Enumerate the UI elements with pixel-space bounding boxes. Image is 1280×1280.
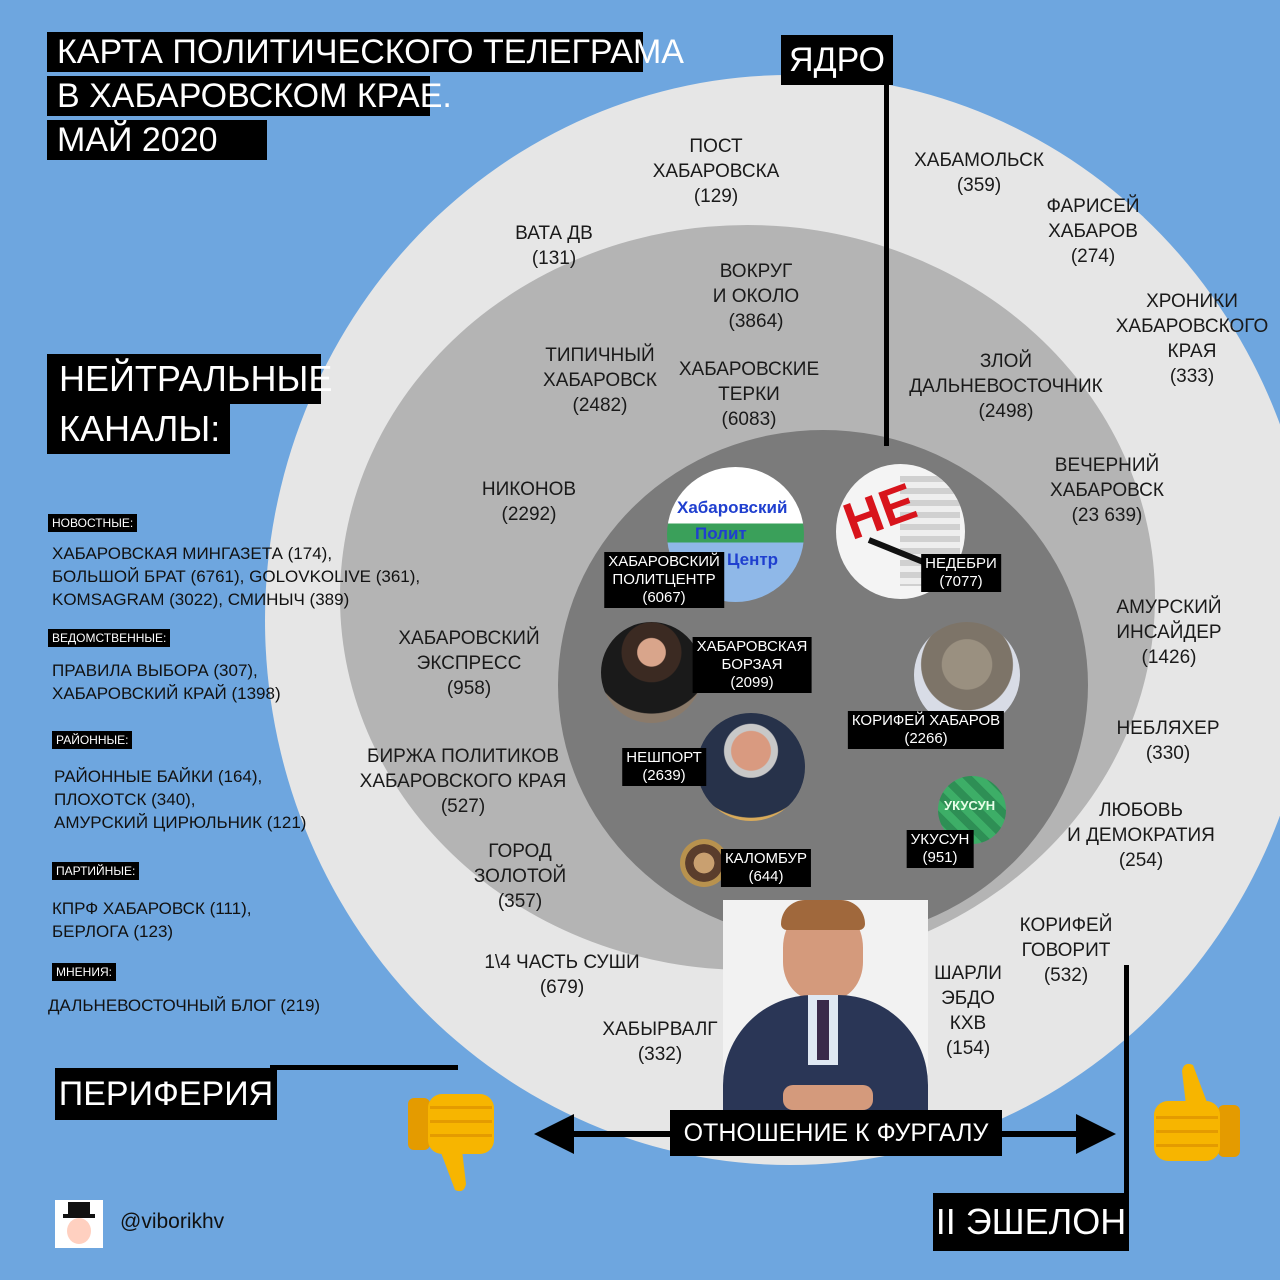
channel-label-periphery: ХАБАМОЛЬСК(359)	[914, 150, 1044, 196]
neutral-group-line: КПРФ ХАБАРОВСК (111),	[52, 899, 252, 918]
neutral-group-line: ПЛОХОТСК (340),	[54, 790, 196, 809]
core-channel-tag: КОРИФЕЙ ХАБАРОВ (2266)	[847, 711, 1005, 749]
neutral-group-heading: ПАРТИЙНЫЕ:	[52, 862, 140, 880]
echelon-pointer-line	[1124, 965, 1129, 1195]
core-channel-tag: УКУСУН (951)	[906, 830, 974, 868]
channel-label-echelon: ХАБЫРВАЛГ(332)	[602, 1019, 718, 1065]
left-arrow-icon	[534, 1114, 574, 1154]
neutral-group-line: АМУРСКИЙ ЦИРЮЛЬНИК (121)	[54, 813, 307, 832]
neutral-group-line: ХАБАРОВСКИЙ КРАЙ (1398)	[52, 684, 281, 703]
channel-label-periphery: ВАТА ДВ(131)	[515, 223, 593, 269]
avatar-borzaya	[601, 622, 702, 723]
avatar-korifey	[914, 622, 1020, 728]
neutral-group-line: ПРАВИЛА ВЫБОРА (307),	[52, 661, 258, 680]
neutral-group-heading: ВЕДОМСТВЕННЫЕ:	[48, 629, 171, 647]
title-line-3: МАЙ 2020	[47, 120, 267, 160]
neutral-group-heading: РАЙОННЫЕ:	[52, 731, 133, 749]
author-avatar	[55, 1200, 103, 1248]
core-channel-tag: КАЛОМБУР (644)	[720, 849, 812, 887]
avatar-neshport	[697, 713, 805, 821]
neutral-group-line: БОЛЬШОЙ БРАТ (6761), GOLOVKOLIVE (361),	[52, 567, 421, 586]
title-line-1: КАРТА ПОЛИТИЧЕСКОГО ТЕЛЕГРАМА	[47, 32, 684, 72]
second-echelon-label: II ЭШЕЛОН	[933, 1193, 1129, 1251]
core-channel-tag: ХАБАРОВСКИЙ ПОЛИТЦЕНТР (6067)	[604, 552, 724, 608]
avatar-kalombur	[680, 839, 728, 887]
channel-label-echelon: НИКОНОВ(2292)	[481, 479, 577, 525]
author-handle: @viborikhv	[120, 1210, 225, 1233]
core-channel-tag: НЕШПОРТ (2639)	[622, 748, 706, 786]
axis-label: ОТНОШЕНИЕ К ФУРГАЛУ	[670, 1110, 1002, 1156]
periphery-label: ПЕРИФЕРИЯ	[55, 1068, 277, 1120]
neutral-group-heading: МНЕНИЯ:	[52, 963, 116, 981]
neutral-group-heading: НОВОСТНЫЕ:	[48, 514, 138, 532]
core-channel-tag: ХАБАРОВСКАЯ БОРЗАЯ (2099)	[692, 637, 812, 693]
right-arrow-icon	[1076, 1114, 1116, 1154]
central-portrait	[723, 900, 928, 1110]
title-line-2: В ХАБАРОВСКОМ КРАЕ.	[47, 76, 452, 116]
thumbs-up-icon	[1154, 1063, 1240, 1161]
neutral-label-line-1: НЕЙТРАЛЬНЫЕ	[47, 354, 332, 404]
channel-label-echelon: НЕБЛЯХЕР(330)	[1116, 718, 1220, 764]
core-pointer-line	[884, 84, 889, 446]
neutral-label-line-2: КАНАЛЫ:	[47, 404, 230, 454]
neutral-group-line: РАЙОННЫЕ БАЙКИ (164),	[54, 767, 263, 786]
neutral-group-line: ДАЛЬНЕВОСТОЧНЫЙ БЛОГ (219)	[48, 996, 321, 1015]
neutral-group-line: БЕРЛОГА (123)	[52, 922, 174, 941]
neutral-group-line: ХАБАРОВСКАЯ МИНГАЗЕТА (174),	[52, 544, 333, 563]
neutral-group-line: KOMSAGRAM (3022), СМИНЫЧ (389)	[52, 590, 350, 609]
core-channel-tag: НЕДЕБРИ (7077)	[921, 554, 1001, 592]
periphery-pointer-line	[270, 1065, 458, 1070]
core-label: ЯДРО	[781, 35, 893, 85]
thumbs-down-icon	[408, 1094, 494, 1192]
channel-label-echelon: 1\4 ЧАСТЬ СУШИ(679)	[484, 952, 640, 998]
